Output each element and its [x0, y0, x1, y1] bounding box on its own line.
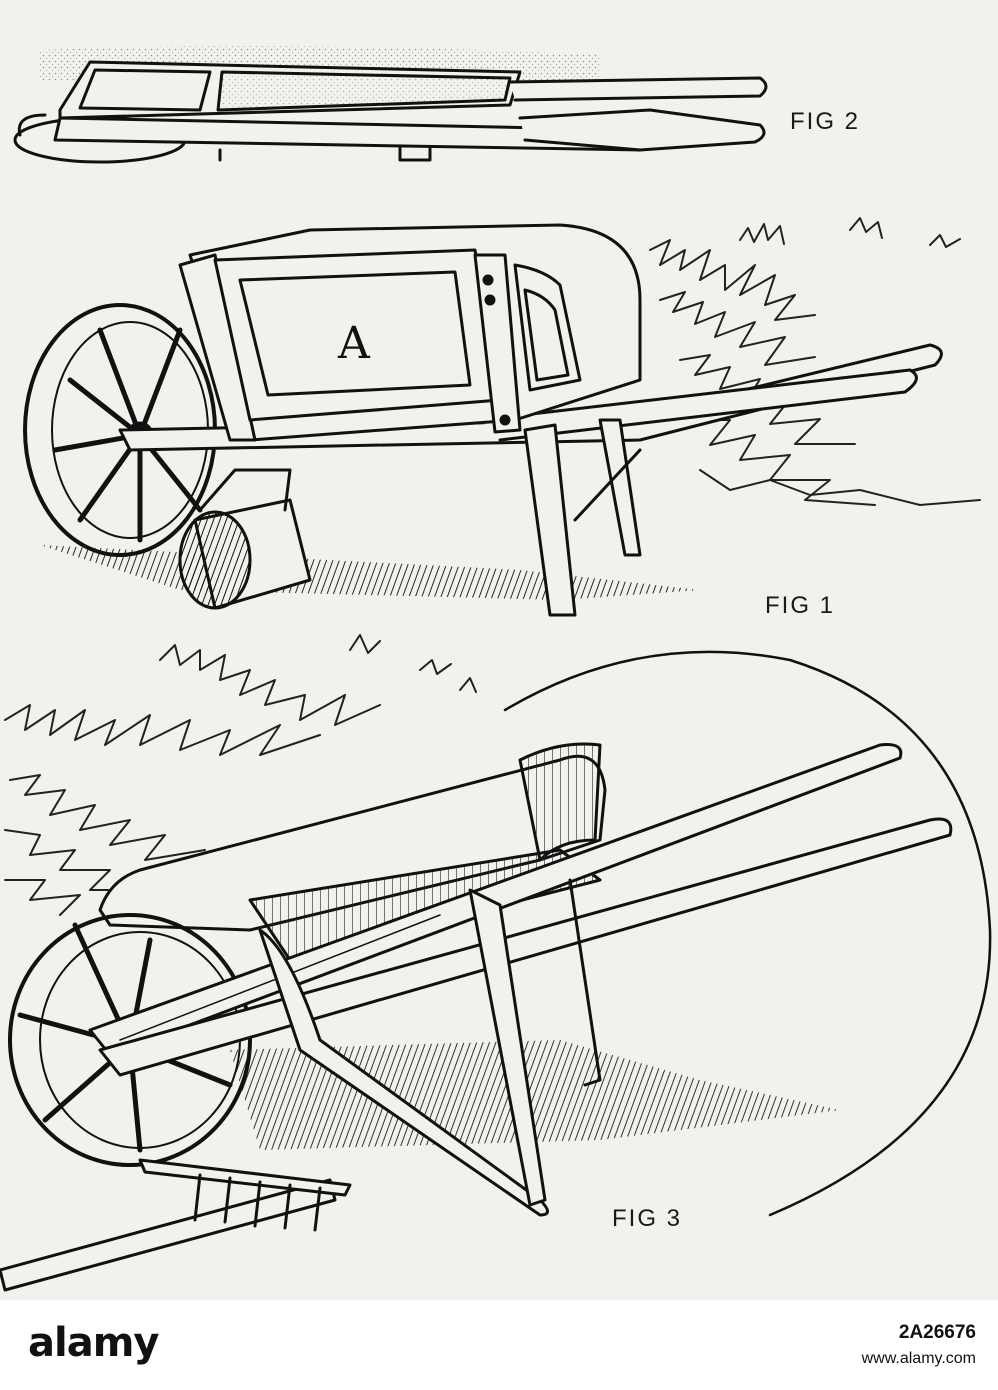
image-id: 2A26676 — [898, 1322, 976, 1343]
fig1-box-letter: A — [337, 318, 371, 369]
illustration-plate: A — [0, 0, 998, 1300]
fig3-barrow — [0, 634, 992, 1292]
site-url: www.alamy.com — [861, 1350, 976, 1367]
wheelbarrow-illustration: A — [0, 46, 992, 1292]
fig1-label: FIG 1 — [765, 592, 836, 619]
footer-bar: alamy 2A26676 www.alamy.com — [0, 1300, 998, 1390]
fig2-barrow — [13, 46, 768, 164]
fig3-label: FIG 3 — [612, 1205, 683, 1232]
fig1-barrow: A — [23, 217, 981, 617]
fig2-label: FIG 2 — [790, 108, 861, 135]
alamy-logo: alamy — [28, 1320, 159, 1366]
